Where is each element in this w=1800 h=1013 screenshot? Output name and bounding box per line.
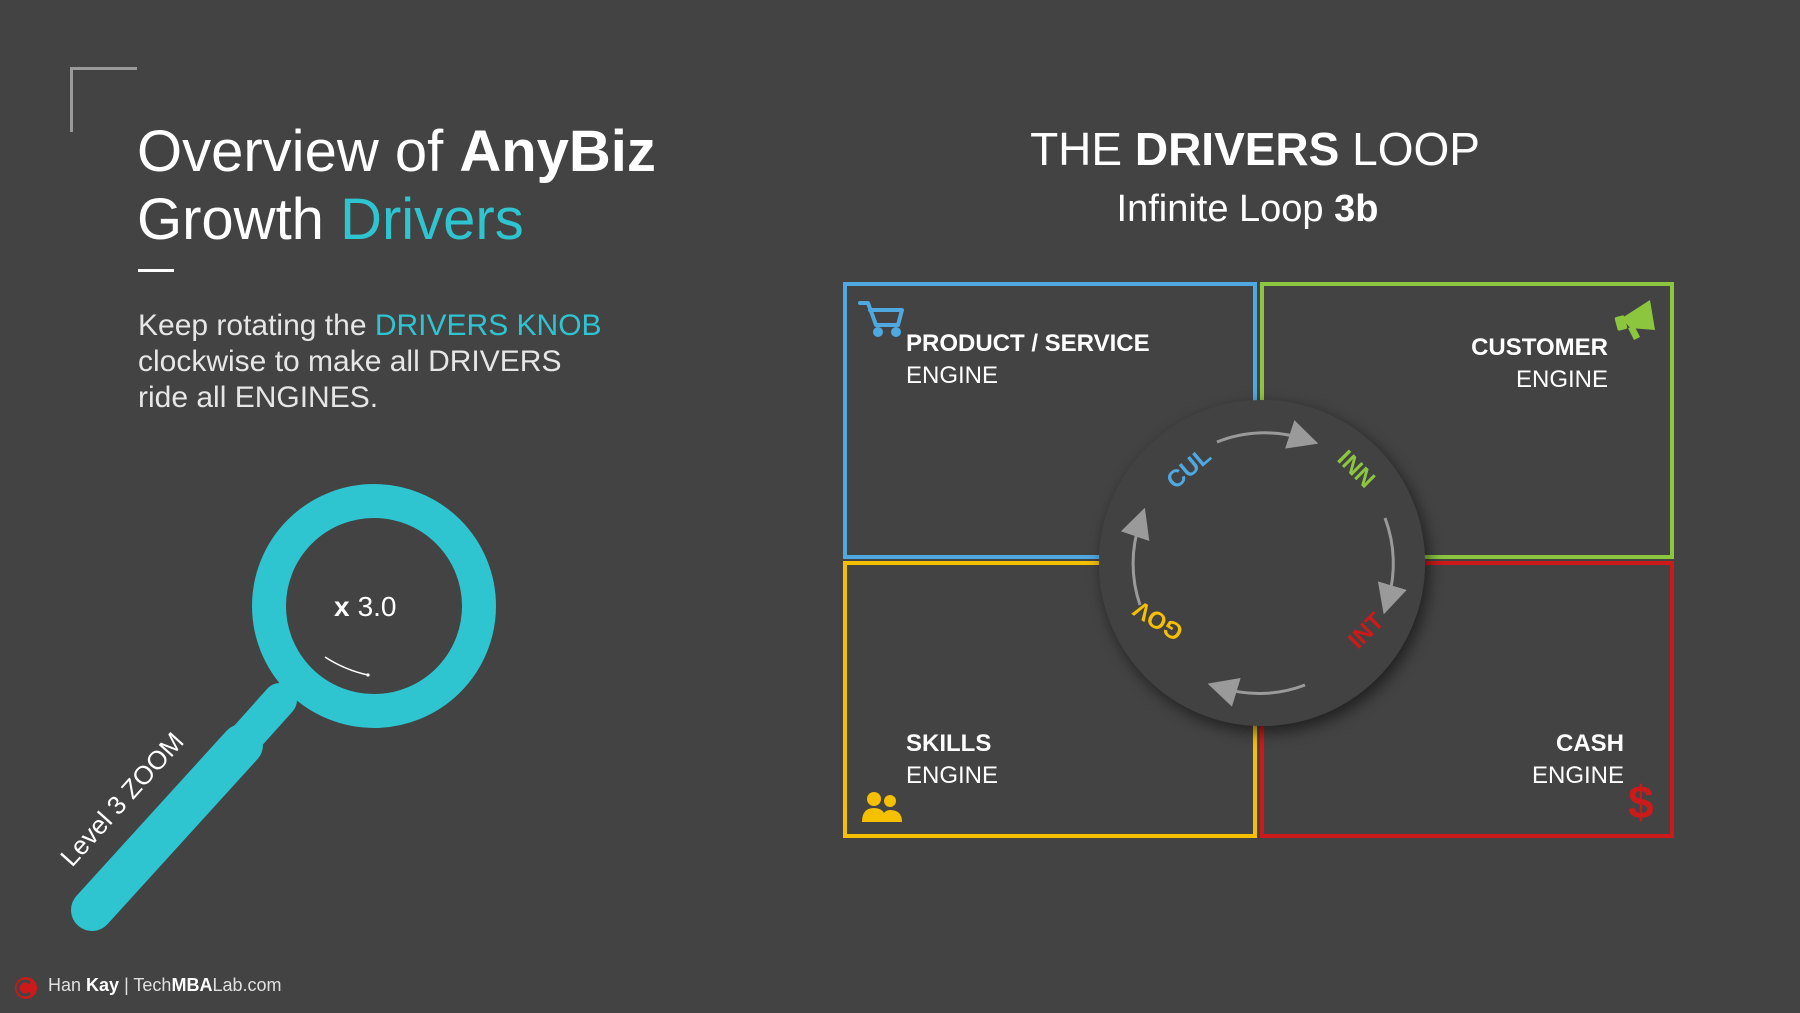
diagram-subtitle: Infinite Loop 3b [1116, 188, 1379, 230]
customer-engine-label: CUSTOMER ENGINE [1471, 334, 1608, 393]
footer-credit: Han Kay | TechMBALab.com [48, 975, 282, 995]
dollar-icon: $ [1628, 776, 1654, 828]
description: Keep rotating the DRIVERS KNOB clockwise… [138, 309, 602, 414]
diagram-title: THE DRIVERS LOOP [1030, 123, 1480, 175]
corner-bracket [70, 67, 137, 132]
copyright-logo-icon [15, 977, 37, 999]
people-icon [862, 792, 902, 822]
title-divider [138, 269, 174, 272]
cart-icon [858, 301, 904, 337]
drivers-knob[interactable] [1099, 400, 1425, 726]
cash-engine-label: CASH ENGINE [1531, 730, 1624, 789]
rotation-arc [324, 656, 369, 676]
product-service-engine-label: PRODUCT / SERVICE ENGINE [906, 330, 1150, 389]
page-title: Overview of AnyBiz Growth Drivers [137, 119, 656, 252]
skills-engine-label: SKILLS ENGINE [906, 730, 999, 789]
megaphone-icon [1614, 300, 1655, 340]
